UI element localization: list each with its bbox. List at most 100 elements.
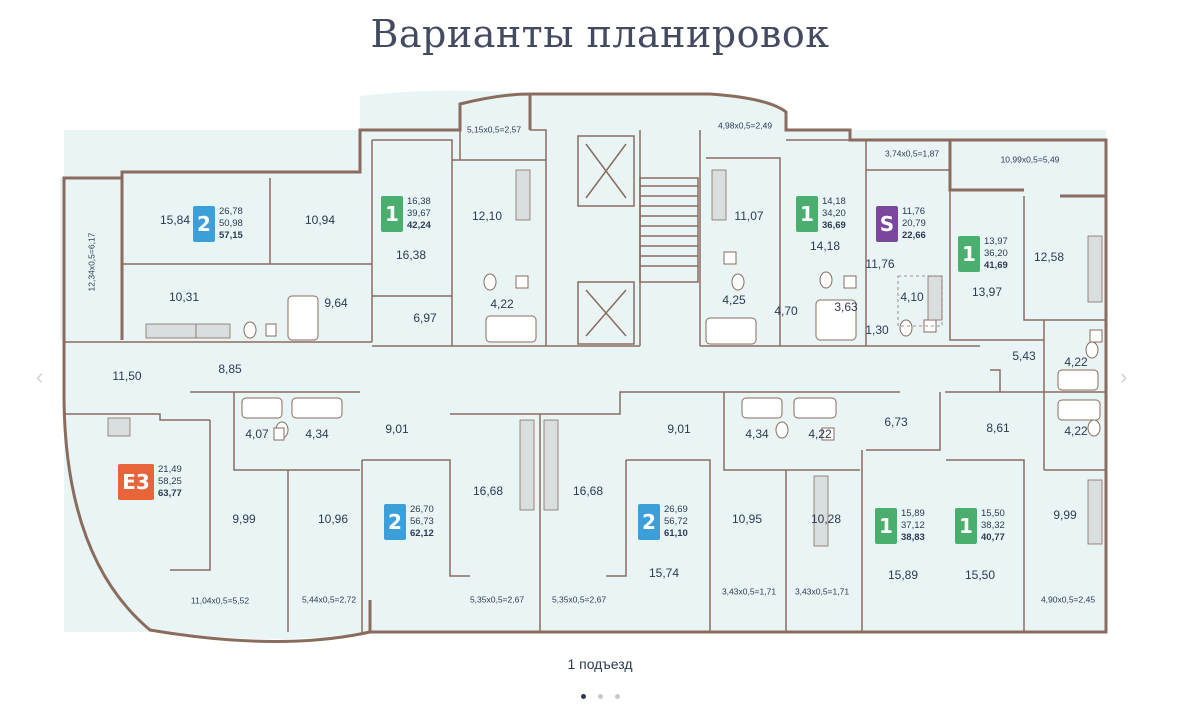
- room-area-label: 15,50: [965, 568, 995, 582]
- total-area-with-balcony: 40,77: [981, 532, 1005, 543]
- pagination-dot[interactable]: [597, 694, 603, 699]
- room-area-label: 10,31: [169, 290, 199, 304]
- room-area-label: 9,99: [232, 512, 256, 526]
- room-area-label: 11,07: [734, 209, 763, 223]
- apartment-room-count: 2: [642, 510, 656, 534]
- apartment-type-badge: [958, 236, 980, 272]
- apartment-type-badge: [381, 196, 403, 232]
- apartment-room-count: 1: [385, 202, 399, 226]
- room-area-label: 9,01: [385, 422, 409, 436]
- room-area-label: 4,22: [1064, 355, 1088, 369]
- total-area: 56,73: [410, 516, 434, 527]
- total-area: 38,32: [981, 520, 1005, 531]
- room-area-label: 12,58: [1034, 250, 1064, 264]
- total-area: 37,12: [901, 520, 925, 531]
- room-area-label: 4,22: [808, 427, 832, 441]
- pagination-dot[interactable]: [580, 694, 586, 699]
- room-area-label: 15,84: [160, 213, 190, 227]
- living-area: 15,50: [981, 508, 1005, 519]
- room-area-label: 5,43: [1012, 349, 1036, 363]
- balcony-area-label: 3,43x0,5=1,71: [722, 586, 776, 596]
- room-area-label: 6,97: [413, 311, 437, 325]
- entrance-caption: 1 подъезд: [567, 656, 633, 672]
- fixtures: [107, 143, 1103, 547]
- balcony-area-label: 5,15x0,5=2,57: [467, 124, 521, 134]
- apartment-room-count: S: [880, 212, 894, 236]
- room-area-label: 15,74: [649, 566, 679, 580]
- apartment-room-count: 1: [879, 514, 893, 538]
- living-area: 13,97: [984, 236, 1008, 247]
- balcony-area-label: 3,43x0,5=1,71: [795, 586, 849, 596]
- pagination: [0, 686, 1200, 704]
- balcony-area-label: 5,35x0,5=2,67: [470, 594, 524, 604]
- room-area-label: 4,34: [305, 427, 329, 441]
- room-area-label: 4,22: [1064, 424, 1088, 438]
- room-area-label: 4,22: [490, 297, 514, 311]
- living-area: 26,70: [410, 504, 434, 515]
- room-area-label: 1,30: [865, 323, 889, 337]
- balcony-area-label: 5,44x0,5=2,72: [302, 594, 356, 604]
- room-area-label: 10,94: [305, 213, 335, 227]
- apartment-room-count: 2: [388, 510, 402, 534]
- living-area: 26,78: [219, 206, 243, 217]
- total-area-with-balcony: 42,24: [407, 220, 431, 231]
- interior-walls: [64, 129, 1106, 632]
- room-area-label: 11,76: [865, 257, 894, 271]
- total-area-with-balcony: 22,66: [902, 230, 926, 241]
- total-area: 34,20: [822, 208, 846, 219]
- living-area: 21,49: [158, 464, 182, 475]
- room-area-label: 4,07: [245, 427, 269, 441]
- apartment-type-badge: [638, 504, 660, 540]
- room-area-label: 12,10: [472, 209, 502, 223]
- room-area-label: 9,01: [667, 422, 691, 436]
- room-area-label: 8,85: [218, 362, 242, 376]
- apartment-type-badge: [796, 196, 818, 232]
- total-area-with-balcony: 57,15: [219, 230, 243, 241]
- total-area: 20,79: [902, 218, 926, 229]
- balcony-area-label: 12,34x0,5=6,17: [86, 232, 96, 291]
- apartment-room-count: 1: [800, 202, 814, 226]
- balcony-area-label: 4,90x0,5=2,45: [1041, 594, 1095, 604]
- room-area-label: 4,10: [900, 290, 924, 304]
- total-area-with-balcony: 36,69: [822, 220, 846, 231]
- chevron-left-icon[interactable]: ‹: [36, 364, 44, 389]
- exterior-walls: [62, 92, 1108, 644]
- total-area: 58,25: [158, 476, 182, 487]
- total-area-with-balcony: 62,12: [410, 528, 434, 539]
- room-area-label: 14,18: [810, 239, 840, 253]
- apartment-type-badge: [875, 508, 897, 544]
- balcony-area-label: 10,99x0,5=5,49: [1001, 154, 1060, 164]
- apartment-type-badge: [384, 504, 406, 540]
- living-area: 15,89: [901, 508, 925, 519]
- apartment-type-badge: [193, 206, 215, 242]
- apartment-room-count: 1: [962, 242, 976, 266]
- room-area-label: 8,61: [986, 421, 1010, 435]
- room-area-label: 16,68: [573, 484, 603, 498]
- room-area-label: 10,96: [318, 512, 348, 526]
- apartment-room-count: 2: [197, 212, 211, 236]
- balcony-area-label: 5,35x0,5=2,67: [552, 594, 606, 604]
- pagination-dot[interactable]: [614, 694, 620, 699]
- room-area-label: 6,73: [884, 415, 908, 429]
- living-area: 26,69: [664, 504, 688, 515]
- total-area-with-balcony: 61,10: [664, 528, 688, 539]
- balcony-area-label: 11,04x0,5=5,52: [191, 595, 249, 605]
- living-area: 16,38: [407, 196, 431, 207]
- floor-areas: [60, 90, 1106, 639]
- apartment-type-badge: [876, 206, 898, 242]
- chevron-right-icon[interactable]: ›: [1120, 364, 1128, 389]
- room-area-label: 3,63: [834, 300, 858, 314]
- room-area-label: 4,70: [774, 304, 798, 318]
